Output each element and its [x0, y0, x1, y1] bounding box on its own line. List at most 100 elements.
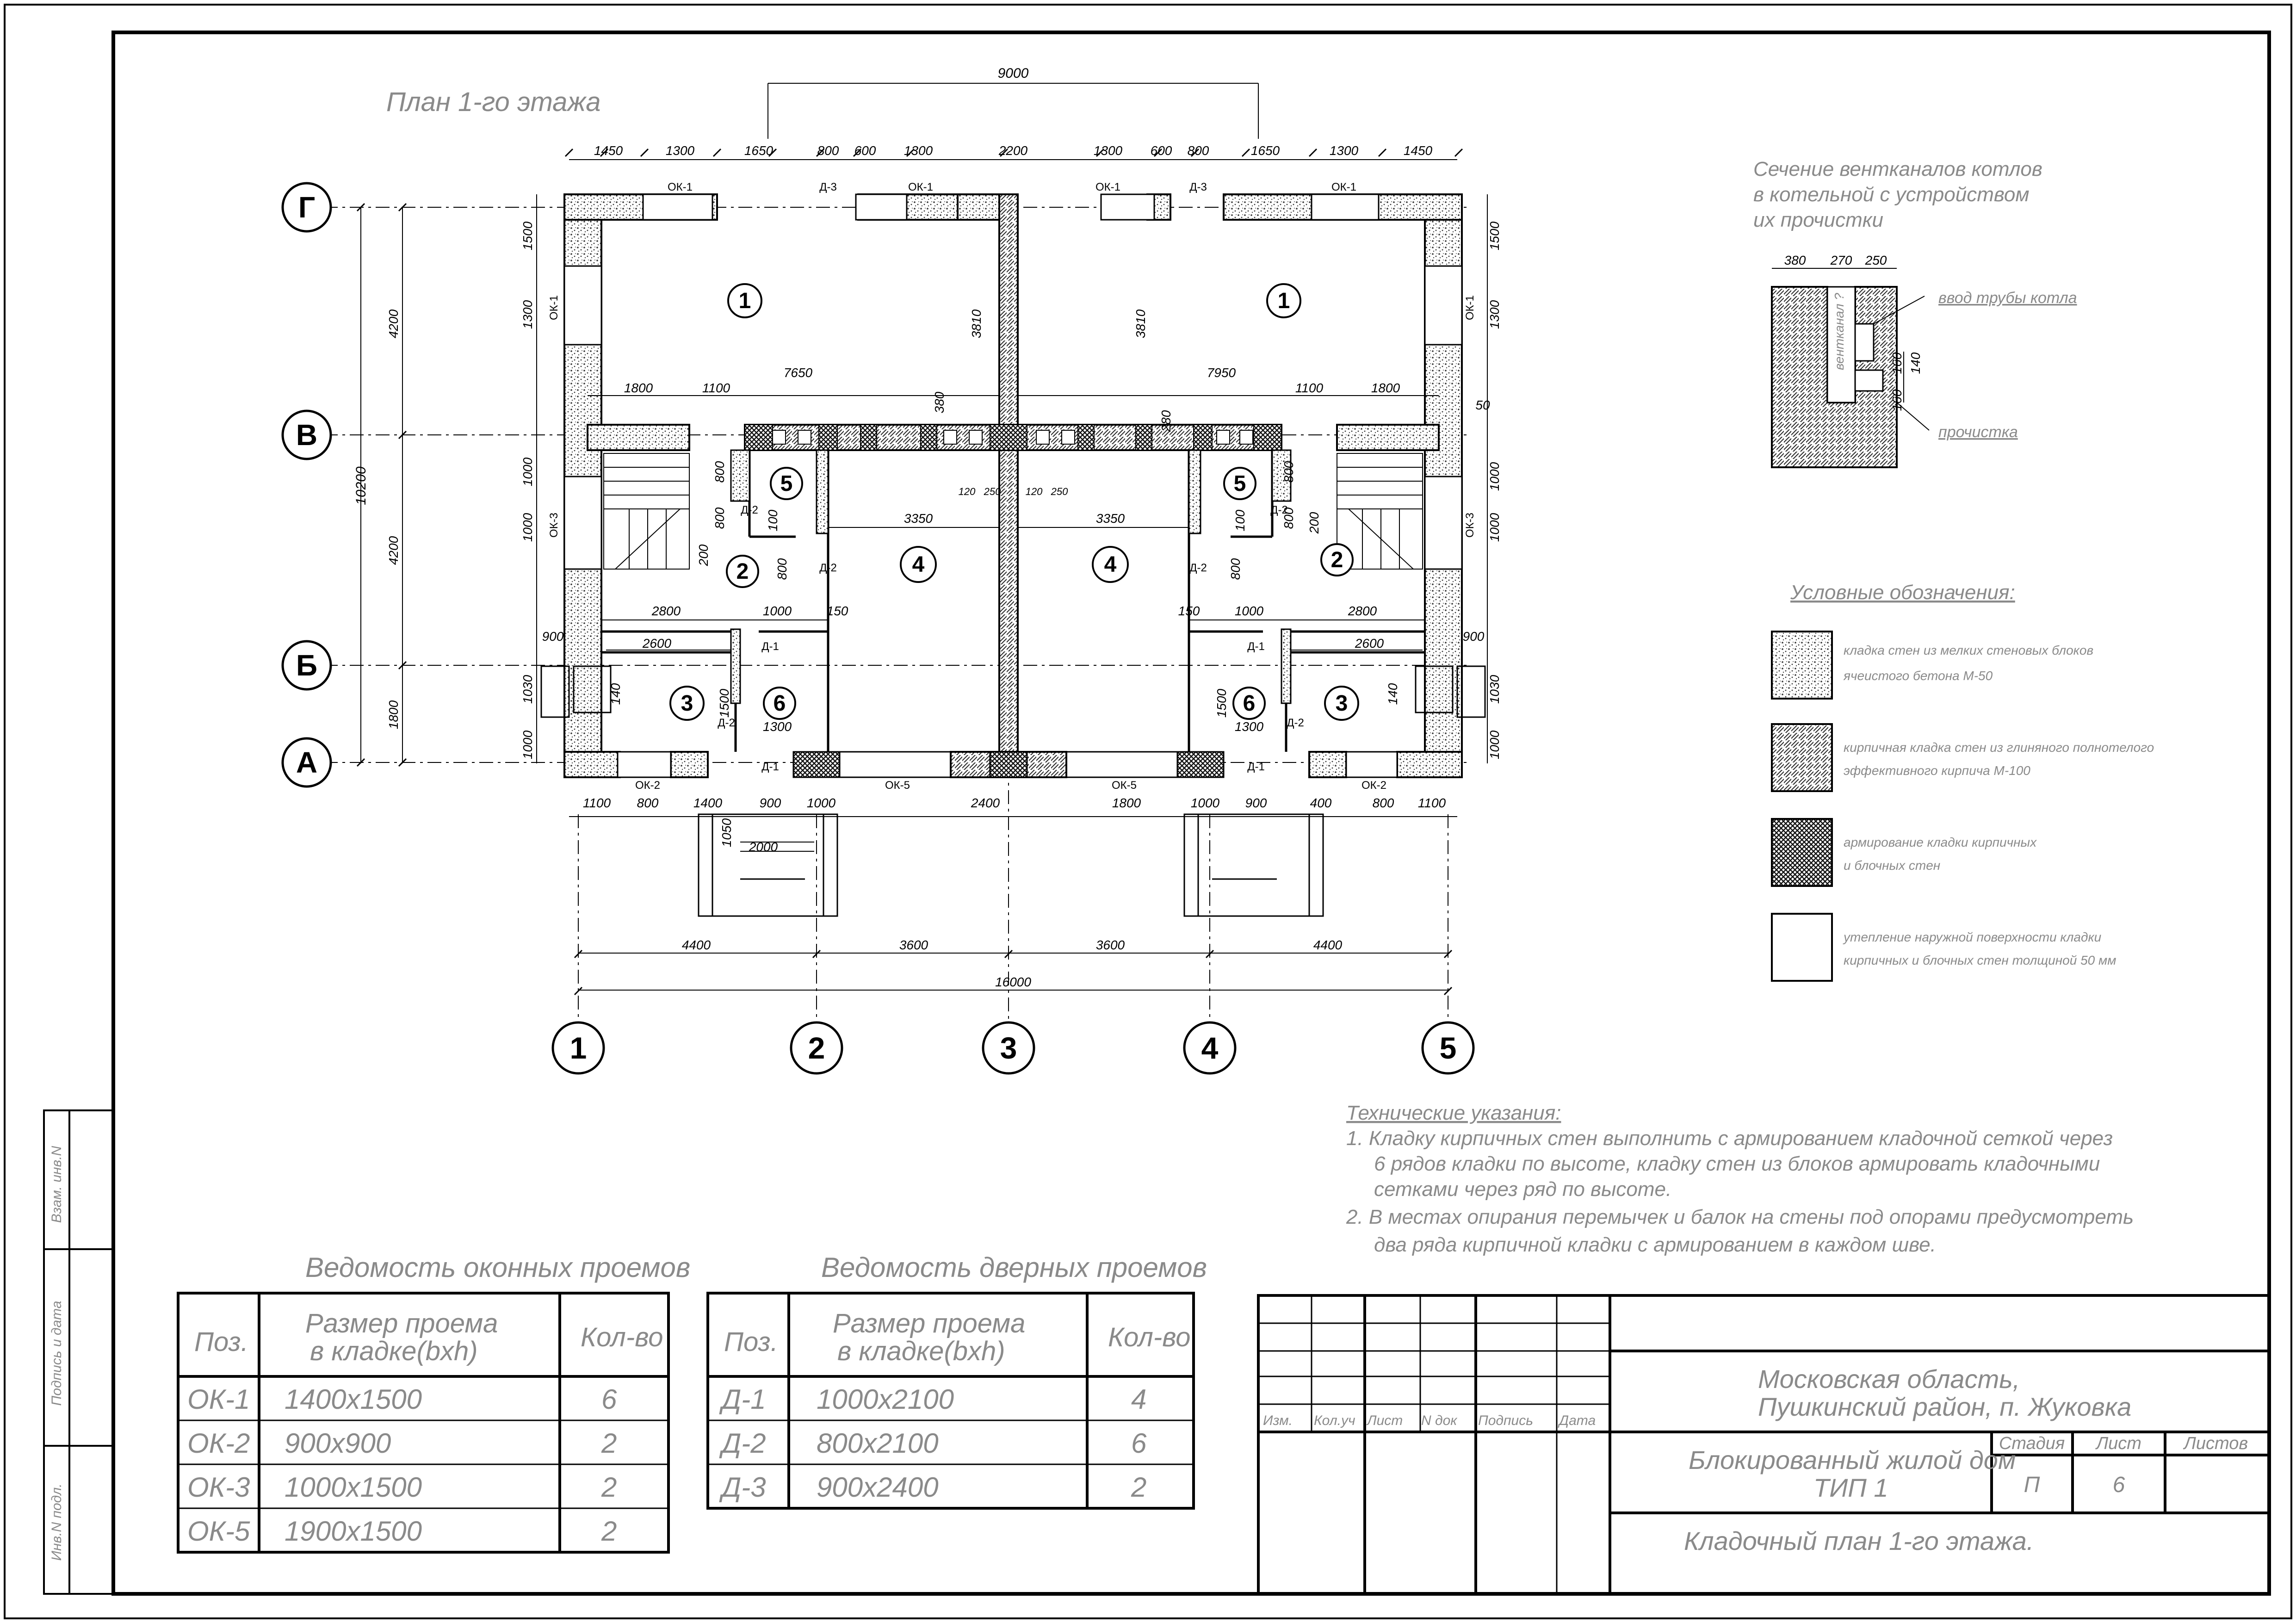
dim-top-4: 800	[817, 143, 839, 158]
rev-header-sheet: Лист	[1366, 1413, 1403, 1428]
window-row-4-pos: ОК-5	[187, 1516, 250, 1547]
vent-title-line-2: в котельной с устройством	[1753, 183, 2030, 206]
dim-1000-l: 1000	[763, 604, 792, 618]
window-col-size-1: Размер проема	[305, 1308, 498, 1338]
vent-dim-5: 140	[1908, 352, 1923, 374]
dim-380: 380	[932, 391, 947, 413]
vent-dim-4: 160	[1890, 352, 1904, 374]
dim-800-r2: 800	[1281, 507, 1296, 529]
tech-note-line-3: сетками через ряд по высоте.	[1374, 1178, 1671, 1201]
axis-row-B-label: Б	[296, 649, 317, 682]
tag-d2-1: Д-2	[741, 504, 758, 516]
dim-left-open-6: 1000	[520, 730, 535, 759]
dim-bot-4: 900	[760, 796, 781, 810]
door-row-3-qty: 2	[1131, 1472, 1146, 1503]
dim-800-l1: 800	[712, 461, 727, 483]
vent-inlet-label: ввод трубы котла	[1938, 289, 2077, 307]
tech-note-line-5: два ряда кирпичной кладки с армированием…	[1374, 1233, 1936, 1256]
vent-section: Сечение вентканалов котлов в котельной с…	[1753, 158, 2077, 468]
rev-header-count: Кол.уч	[1314, 1413, 1355, 1428]
room-5-right-marker	[1223, 467, 1256, 500]
rev-header-change: Изм.	[1263, 1413, 1293, 1428]
dim-left-open-2: 1300	[520, 300, 535, 329]
dim-right-open-1: 1500	[1487, 221, 1502, 250]
tag-d1-4: Д-1	[1247, 761, 1265, 773]
axis-row-G-label: Г	[298, 191, 315, 224]
tech-note-line-4: 2. В местах опирания перемычек и балок н…	[1346, 1206, 2134, 1228]
vent-channel-label: вентканал ?	[1832, 293, 1846, 370]
tag-ok2-2: ОК-2	[1362, 779, 1386, 792]
rev-header-doc: N док	[1421, 1413, 1458, 1428]
window-row-3-qty: 2	[601, 1472, 617, 1503]
tech-notes-title: Технические указания:	[1346, 1102, 1561, 1124]
dim-span-3: 3600	[1096, 938, 1125, 952]
tag-ok5-1: ОК-5	[885, 779, 910, 792]
dim-left-span-3: 1800	[386, 700, 401, 729]
axis-col-1-marker	[551, 1021, 605, 1075]
dim-left-open-4: 1000	[520, 513, 535, 542]
dim-800-r3: 800	[1228, 558, 1243, 580]
dim-left-open-3: 1000	[520, 457, 535, 486]
legend-item-2-line-2: эффективного кирпича М-100	[1844, 763, 2030, 778]
vent-dim-2: 270	[1830, 253, 1852, 267]
stamp-label-signature: Подпись и дата	[49, 1301, 64, 1406]
legend: Условные обозначения: кладка стен из мел…	[1771, 581, 2154, 982]
room-5-right-number: 5	[1234, 471, 1246, 496]
dim-bot-5: 1000	[807, 796, 836, 810]
tech-notes: Технические указания: 1. Кладку кирпичны…	[1346, 1102, 2134, 1256]
dim-800-l3: 800	[775, 558, 789, 580]
axis-col-3-marker	[982, 1021, 1035, 1075]
vent-dim-1: 380	[1784, 253, 1806, 267]
dim-140-r: 140	[1386, 683, 1400, 705]
dim-1500-l: 1500	[717, 688, 731, 718]
rev-header-date: Дата	[1558, 1413, 1596, 1428]
title-location-line-1: Московская область,	[1758, 1364, 2020, 1394]
door-col-pos: Поз.	[724, 1327, 778, 1357]
room-2-left-number: 2	[736, 559, 749, 584]
legend-item-1-line-1: кладка стен из мелких стеновых блоков	[1844, 643, 2093, 657]
dim-top-13: 1450	[1404, 143, 1433, 158]
dim-top-8: 1300	[1094, 143, 1123, 158]
room-3-left-number: 3	[681, 691, 693, 716]
dim-3350-left: 3350	[904, 511, 933, 526]
legend-swatch-block	[1771, 631, 1833, 700]
tag-ok5-2: ОК-5	[1112, 779, 1137, 792]
title-location-line-2: Пушкинский район, п. Жуковка	[1758, 1392, 2131, 1421]
room-6-left-number: 6	[774, 691, 786, 716]
door-schedule-title: Ведомость дверных проемов	[821, 1252, 1207, 1283]
dim-top-3: 1650	[744, 143, 774, 158]
room-5-left-number: 5	[780, 471, 793, 496]
door-row-2-pos: Д-2	[719, 1428, 766, 1459]
dim-right-open-7: 1000	[1487, 730, 1502, 759]
legend-item-2-line-1: кирпичная кладка стен из глиняного полно…	[1844, 740, 2154, 755]
tag-d2-3: Д-2	[718, 717, 735, 729]
outer-border	[4, 4, 2292, 1619]
dim-140-l: 140	[608, 683, 623, 705]
dim-1000-r: 1000	[1235, 604, 1264, 618]
dim-top-11: 1650	[1251, 143, 1280, 158]
tag-ok1-6: ОК-1	[1464, 295, 1476, 320]
axis-row-V-marker	[281, 409, 332, 460]
room-5-left-marker	[770, 467, 803, 500]
dim-280: 280	[1159, 410, 1173, 432]
dim-top-6: 1300	[904, 143, 933, 158]
tag-d2-6: Д-2	[1287, 717, 1304, 729]
dim-100-l: 100	[766, 509, 780, 531]
dim-250-r: 250	[1051, 486, 1068, 497]
dim-200-r: 200	[1307, 512, 1321, 534]
dim-right-open-6: 1030	[1487, 675, 1502, 704]
dim-120-r: 120	[1026, 486, 1043, 497]
dim-top-5: 600	[854, 143, 876, 158]
legend-item-1-line-2: ячеистого бетона М-50	[1843, 669, 1993, 683]
room-6-right-number: 6	[1243, 691, 1256, 716]
door-col-qty: Кол-во	[1108, 1322, 1190, 1352]
vent-title-line-1: Сечение вентканалов котлов	[1753, 158, 2042, 180]
room-2-left-marker	[726, 555, 759, 588]
dim-left-span-2: 4200	[386, 536, 401, 565]
room-3-left-marker	[669, 686, 705, 721]
door-row-3-pos: Д-3	[719, 1472, 766, 1503]
stamp-label-replace: Взам. инв.N	[49, 1146, 64, 1223]
room-1-right-number: 1	[1278, 289, 1290, 313]
dim-120-l: 120	[959, 486, 976, 497]
